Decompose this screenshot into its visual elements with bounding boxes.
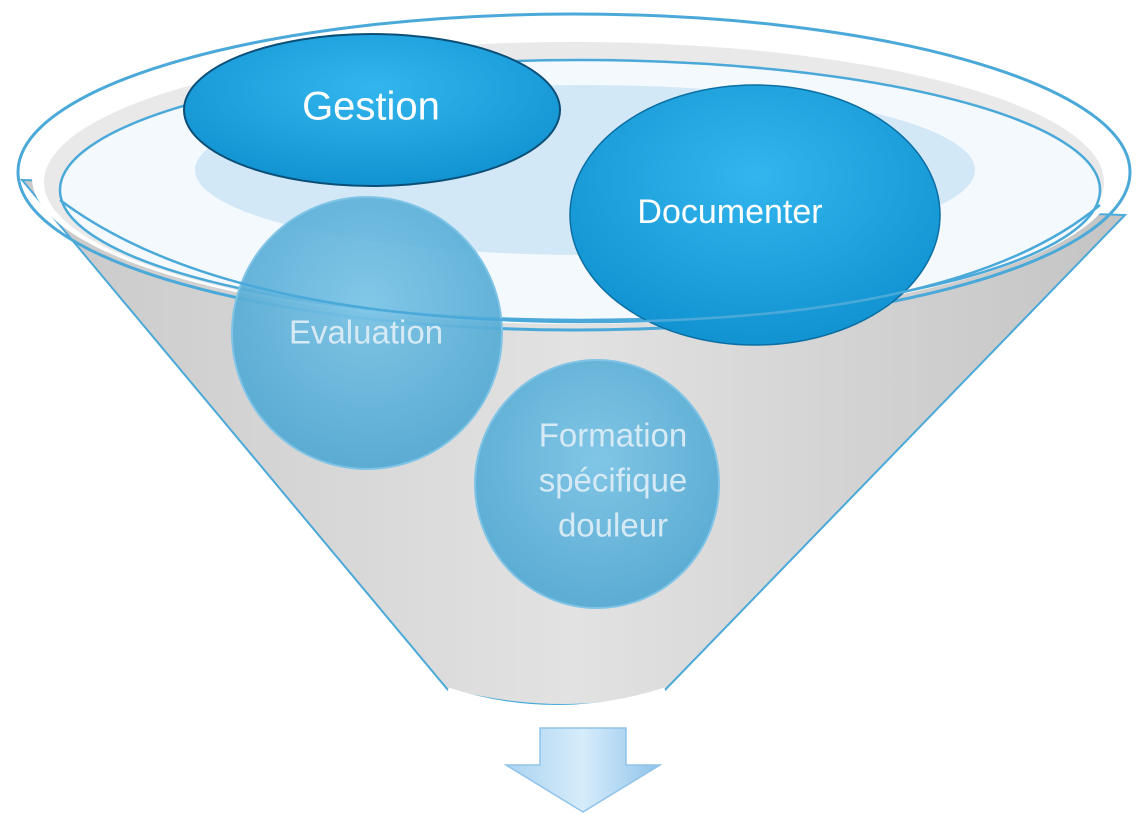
evaluation-label: Evaluation (289, 314, 443, 351)
gestion-label: Gestion (302, 85, 440, 129)
evaluation-bubble (231, 196, 503, 470)
funnel-rim-outer (16, 12, 1132, 332)
gestion-bubble (183, 33, 561, 187)
output-arrow-icon (503, 727, 663, 813)
formation-bubble (474, 359, 720, 609)
formation-label-line-2: spécifique (539, 462, 688, 499)
funnel-rim-front (59, 198, 1101, 324)
documenter-label: Documenter (637, 193, 822, 231)
documenter-bubble (569, 84, 941, 346)
funnel-bottom-lip (447, 687, 666, 710)
formation-label-line-1: Formation (539, 417, 688, 454)
formation-label-line-3: douleur (558, 507, 668, 544)
